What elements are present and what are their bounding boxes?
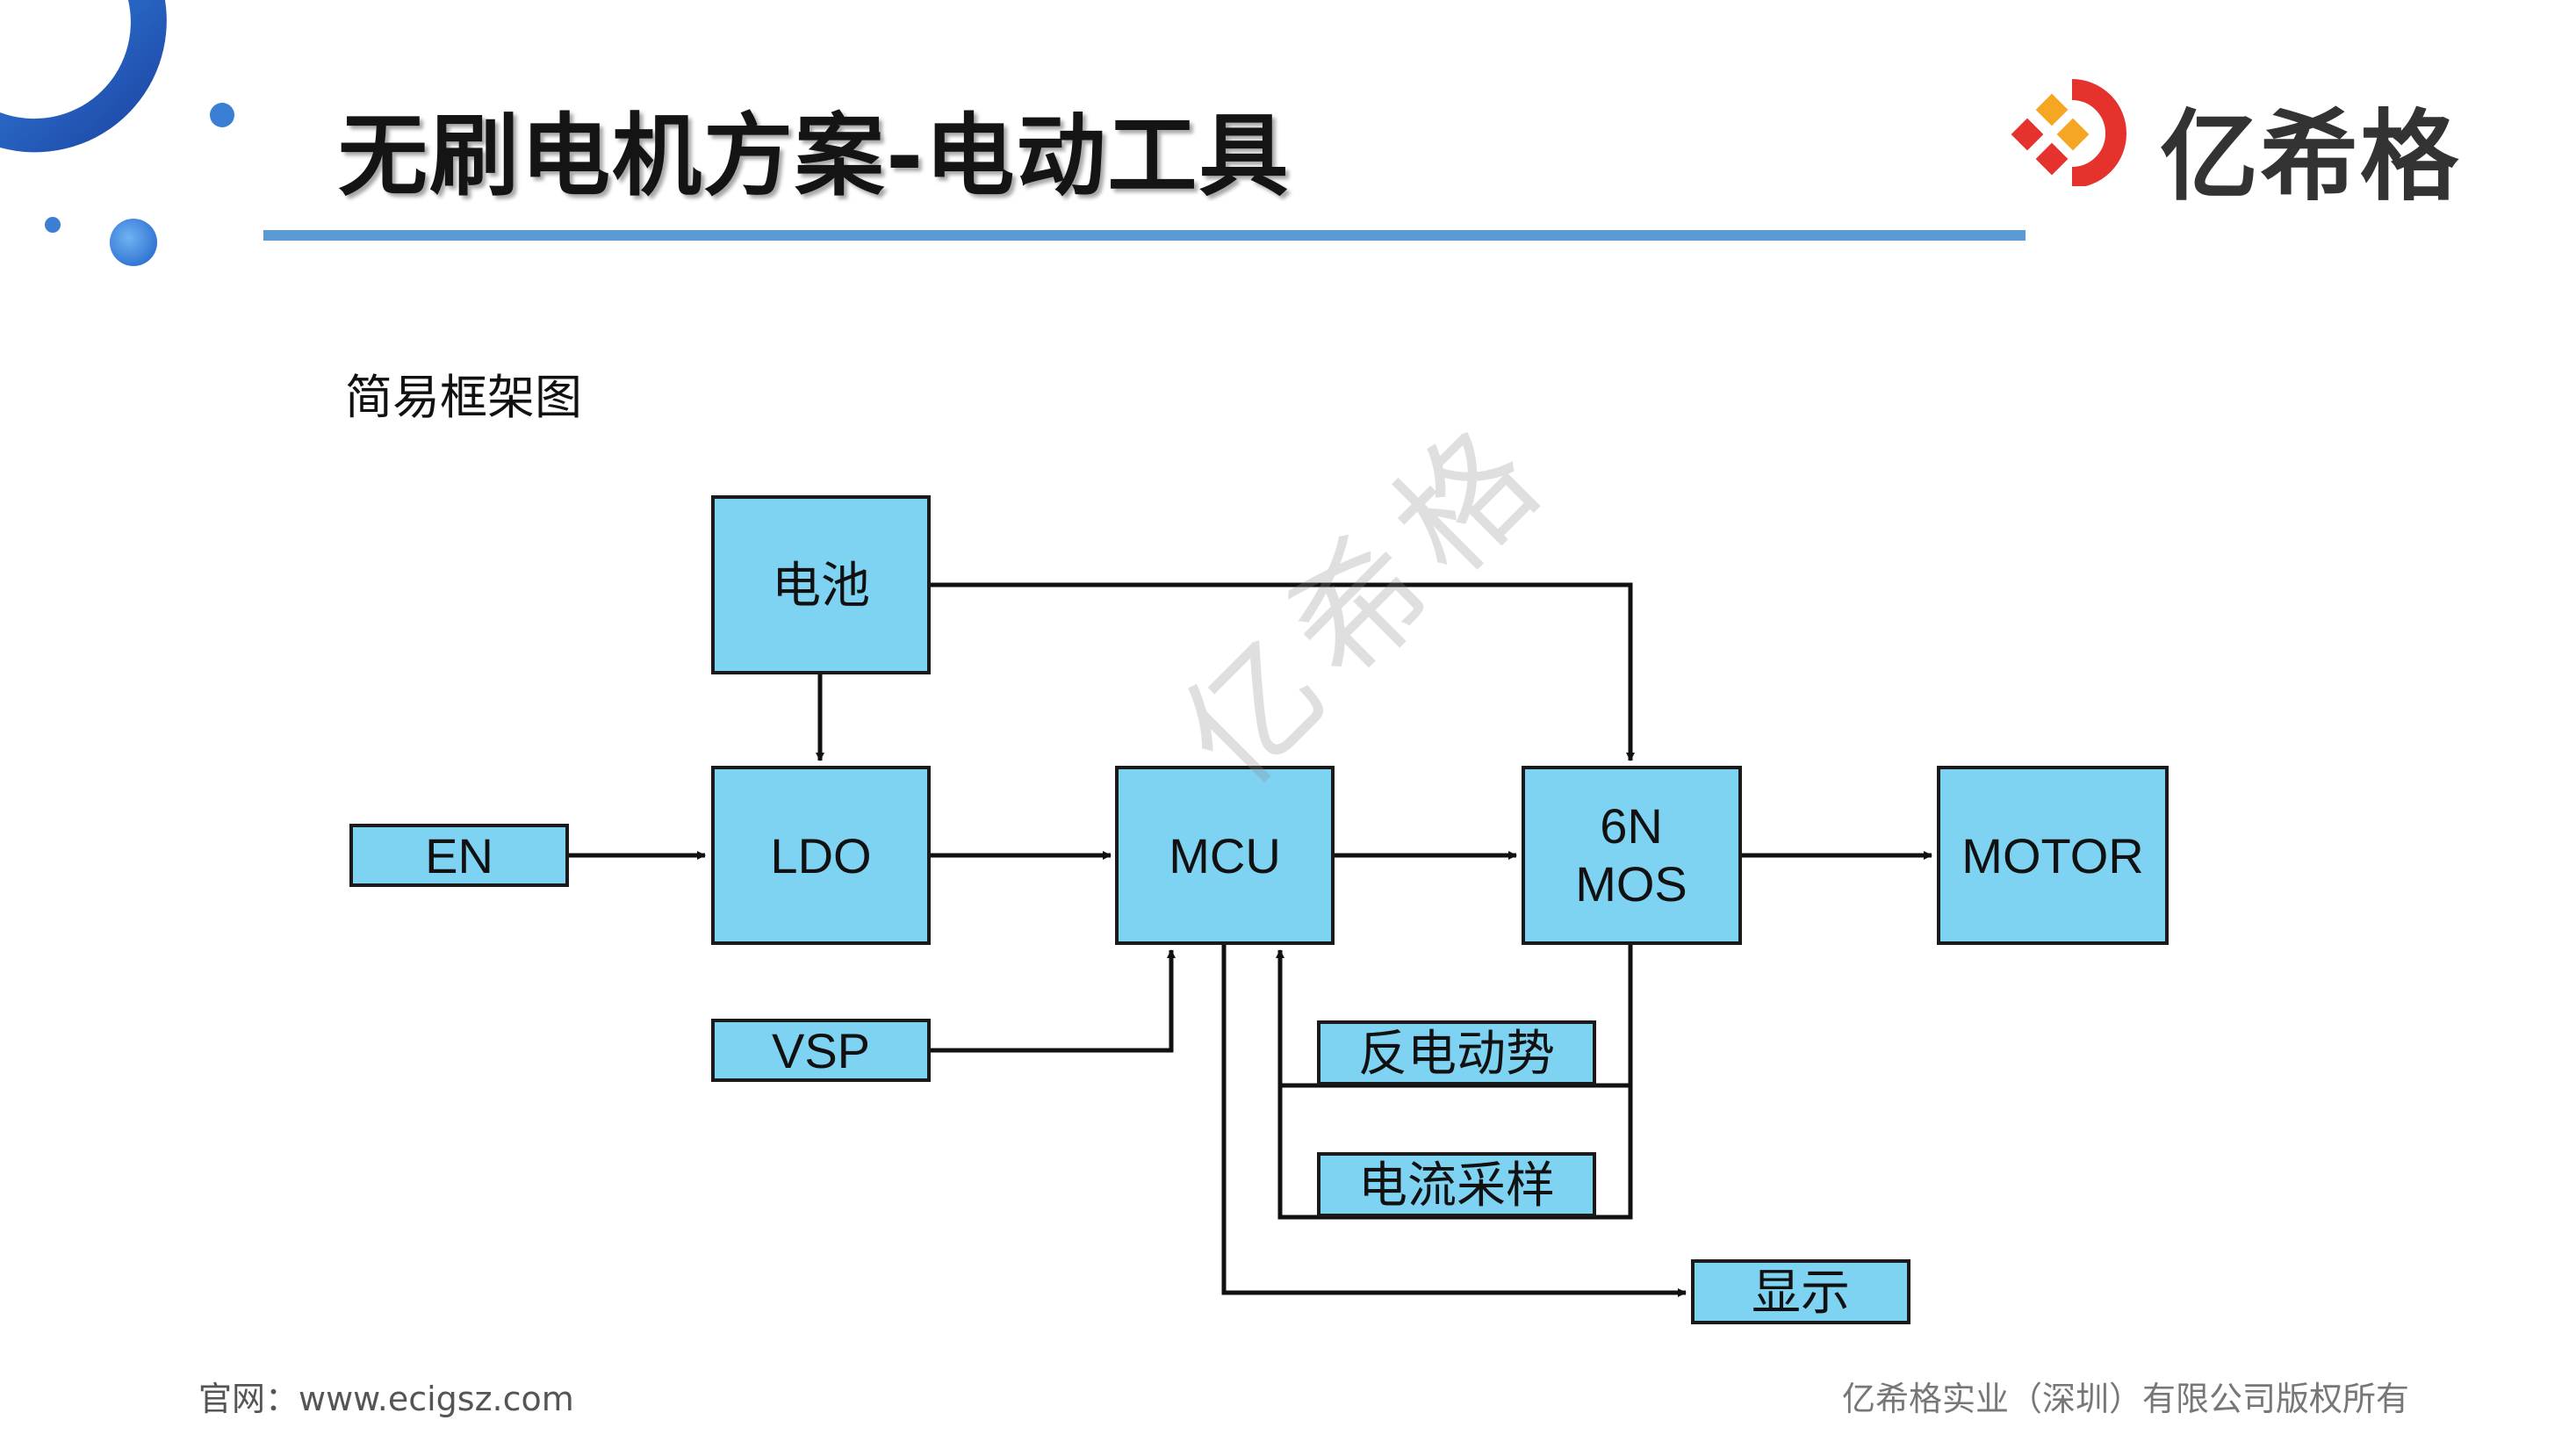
node-ldo-label: LDO — [770, 828, 871, 883]
node-display: 显示 — [1691, 1259, 1910, 1324]
node-vsp: VSP — [711, 1019, 931, 1082]
node-ldo: LDO — [711, 766, 931, 945]
node-motor-label: MOTOR — [1961, 828, 2143, 883]
node-bemf: 反电动势 — [1317, 1020, 1596, 1085]
node-isense-label: 电流采样 — [1358, 1157, 1555, 1215]
node-bemf-label: 反电动势 — [1358, 1026, 1555, 1083]
edge-battery-mos — [929, 582, 1635, 761]
edge-mcu-display — [1221, 943, 1687, 1297]
node-display-label: 显示 — [1752, 1265, 1850, 1322]
node-mcu: MCU — [1115, 766, 1335, 945]
node-battery-label: 电池 — [772, 558, 870, 615]
footer-website: 官网：www.ecigsz.com — [198, 1380, 574, 1418]
node-en: EN — [349, 824, 569, 887]
edge-vsp-mcu — [929, 949, 1176, 1053]
brand-logo: 亿希格 — [2011, 72, 2485, 214]
title-underline — [263, 230, 2026, 241]
node-mos: 6N MOS — [1522, 766, 1742, 945]
footer-copyright: 亿希格实业（深圳）有限公司版权所有 — [1841, 1380, 2409, 1418]
node-vsp-label: VSP — [772, 1023, 870, 1078]
node-mcu-label: MCU — [1169, 828, 1281, 883]
page-title: 无刷电机方案-电动工具 — [338, 105, 1291, 209]
node-battery: 电池 — [711, 495, 931, 674]
diagram-subtitle: 简易框架图 — [345, 370, 582, 425]
ecig-brand-mark-icon — [2011, 79, 2126, 186]
node-mos-label-line1: 6N — [1600, 798, 1663, 854]
node-mos-label-line2: MOS — [1575, 856, 1687, 912]
node-isense: 电流采样 — [1317, 1152, 1596, 1217]
node-motor: MOTOR — [1937, 766, 2169, 945]
brand-name: 亿希格 — [2160, 100, 2460, 214]
node-en-label: EN — [425, 828, 493, 883]
